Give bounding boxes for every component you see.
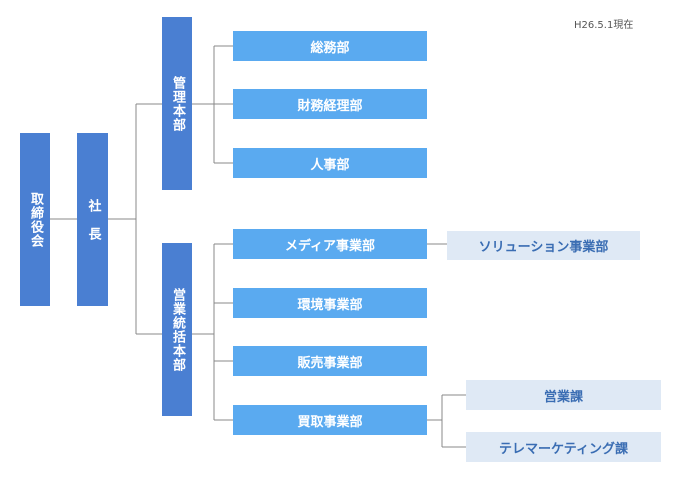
telemarketing-section-box: テレマーケティング課 xyxy=(466,432,661,462)
president-box: 社 長 xyxy=(77,133,108,306)
as-of-date-note: H26.5.1現在 xyxy=(574,20,634,31)
sales-section-box: 営業課 xyxy=(466,380,661,410)
environment-dept-box: 環境事業部 xyxy=(233,288,427,318)
solution-division-box: ソリューション事業部 xyxy=(447,231,640,260)
media-dept-box: メディア事業部 xyxy=(233,229,427,259)
admin-headquarters-box: 管理本部 xyxy=(162,17,192,190)
retail-dept-box: 販売事業部 xyxy=(233,346,427,376)
general-affairs-dept-box: 総務部 xyxy=(233,31,427,61)
hr-dept-box: 人事部 xyxy=(233,148,427,178)
board-of-directors-box: 取締役会 xyxy=(20,133,50,306)
sales-headquarters-box: 営業統括本部 xyxy=(162,243,192,416)
purchasing-dept-box: 買取事業部 xyxy=(233,405,427,435)
finance-dept-box: 財務経理部 xyxy=(233,89,427,119)
